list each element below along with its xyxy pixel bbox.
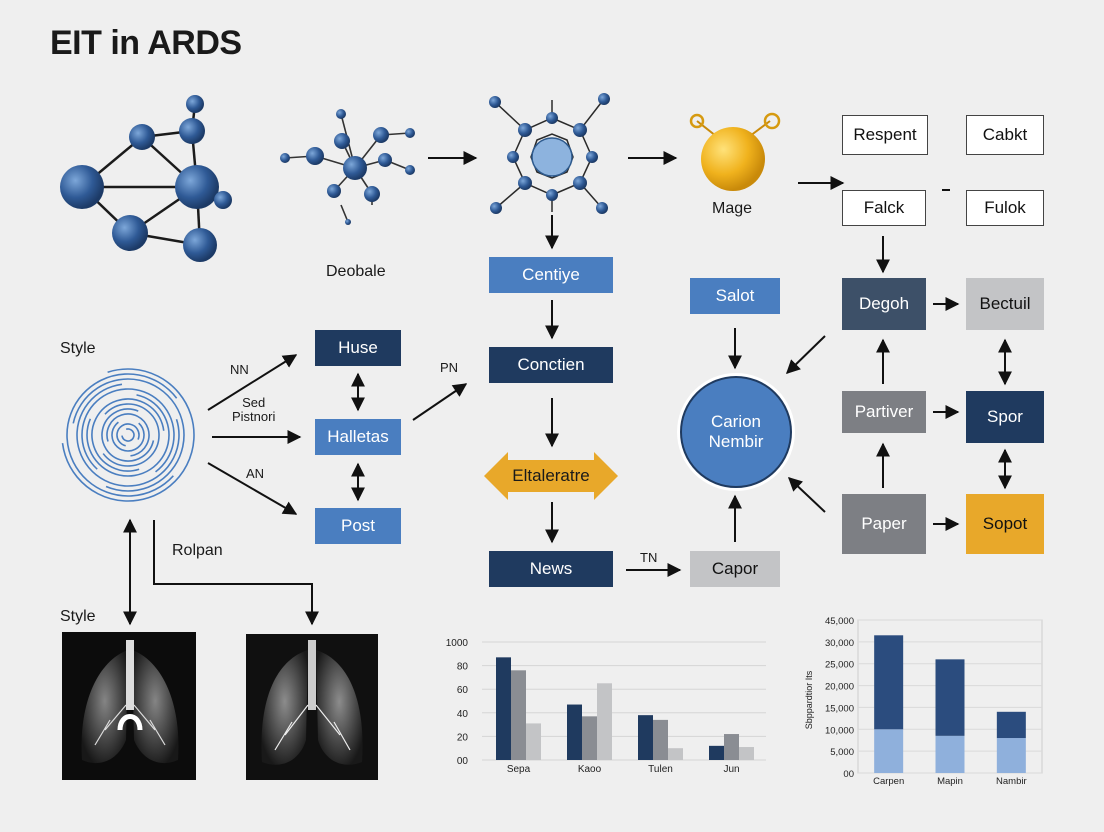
chart1-ytick-label: 00: [457, 756, 469, 767]
chart1-bar: [653, 719, 668, 760]
box-capor: Capor: [690, 551, 780, 587]
box-partiver: Partiver: [842, 391, 926, 433]
box-paper: Paper: [842, 494, 926, 554]
label-tn: TN: [640, 550, 658, 565]
node-carion-nembir-label: Carion Nembir: [708, 412, 764, 451]
box-sopot: Sopot: [966, 494, 1044, 554]
chart1-bar: [526, 723, 541, 760]
chart2-ytick-label: 10,000: [825, 725, 854, 736]
bar-chart-stacked: 00 5,000 10,000 15,000 20,000 25,000 30,000 45,…: [804, 616, 1043, 787]
box-conctien: Conctien: [489, 347, 613, 383]
label-pn: PN: [440, 360, 459, 375]
label-sed-pistnori: Sed Pistnori: [232, 395, 276, 424]
label-nn: NN: [230, 362, 249, 377]
chart1-ytick-label: 40: [457, 709, 469, 720]
label-deobale: Deobale: [326, 263, 386, 280]
lung-scan-right-image: [246, 634, 378, 780]
spiral-eit-icon: [61, 368, 195, 502]
box-centiye: Centiye: [489, 257, 613, 293]
chart2-bar-segment: [996, 711, 1026, 739]
chart1-category-label: Kaoo: [578, 764, 602, 775]
chart1-ytick-label: 1000: [446, 638, 469, 649]
box-falck: Falck: [842, 190, 926, 226]
box-halletas: Halletas: [315, 419, 401, 455]
box-post: Post: [315, 508, 401, 544]
chart2-ytick-label: 45,000: [825, 616, 854, 627]
chart2-ytick-label: 15,000: [825, 703, 854, 714]
chart1-bar: [668, 748, 683, 760]
chart1-category-label: Tulen: [648, 764, 673, 775]
chart2-ytick-label: 5,000: [830, 747, 854, 758]
chart2-category-label: Nambir: [996, 776, 1027, 787]
chart1-bar: [582, 716, 597, 760]
chart1-bar: [597, 683, 612, 760]
chart2-ytick-label: 20,000: [825, 682, 854, 693]
molecule-large-icon: [60, 95, 232, 262]
chart1-category-label: Jun: [723, 764, 739, 775]
chart2-category-label: Carpen: [873, 776, 904, 787]
molecule-cage-icon: [489, 93, 610, 214]
chart2-ytick-label: 25,000: [825, 660, 854, 671]
chart1-bar: [511, 670, 526, 760]
chart1-ytick-label: 20: [457, 732, 469, 743]
chart1-ytick-label: 80: [457, 662, 469, 673]
chart1-ytick-label: 60: [457, 685, 469, 696]
chart2-bar-segment: [996, 738, 1026, 773]
page-title: EIT in ARDS: [50, 24, 242, 62]
chart1-bar: [739, 747, 754, 760]
box-cabkt: Cabkt: [966, 115, 1044, 155]
box-news: News: [489, 551, 613, 587]
label-mage: Mage: [712, 200, 753, 217]
chart2-category-label: Mapin: [937, 776, 963, 787]
chart2-ytick-label: 00: [843, 769, 854, 780]
chart2-bar-segment: [935, 735, 965, 773]
label-style-top: Style: [60, 340, 96, 357]
box-spor: Spor: [966, 391, 1044, 443]
box-fulok: Fulok: [966, 190, 1044, 226]
box-eltaleratre: Eltaleratre: [512, 466, 590, 485]
lung-scan-left-image: [62, 632, 196, 780]
chart1-bar: [567, 704, 582, 760]
label-an: AN: [246, 466, 265, 481]
box-salot: Salot: [690, 278, 780, 314]
eltaleratre-shape: [484, 452, 618, 500]
label-rolpan: Rolpan: [172, 542, 223, 559]
box-huse: Huse: [315, 330, 401, 366]
box-respent: Respent: [842, 115, 928, 155]
chart2-bar-segment: [874, 729, 904, 773]
node-carion-nembir: Carion Nembir: [680, 376, 792, 488]
chart1-bar: [709, 745, 724, 760]
flow-arrows: [123, 151, 1012, 626]
box-bectuil: Bectuil: [966, 278, 1044, 330]
chart2-ytick-label: 30,000: [825, 638, 854, 649]
chart2-bar-segment: [874, 635, 904, 730]
chart1-category-label: Sepa: [507, 764, 531, 775]
chart2-bar-segment: [935, 659, 965, 736]
box-degoh: Degoh: [842, 278, 926, 330]
chart1-bar: [496, 657, 511, 760]
chart1-bar: [724, 734, 739, 760]
gold-sphere-icon: [689, 112, 781, 191]
molecule-branched-icon: [280, 109, 415, 225]
chart1-bar: [638, 715, 653, 760]
chart2-ylabel: Sbppardtior Its: [804, 670, 814, 729]
label-style-bottom: Style: [60, 608, 96, 625]
